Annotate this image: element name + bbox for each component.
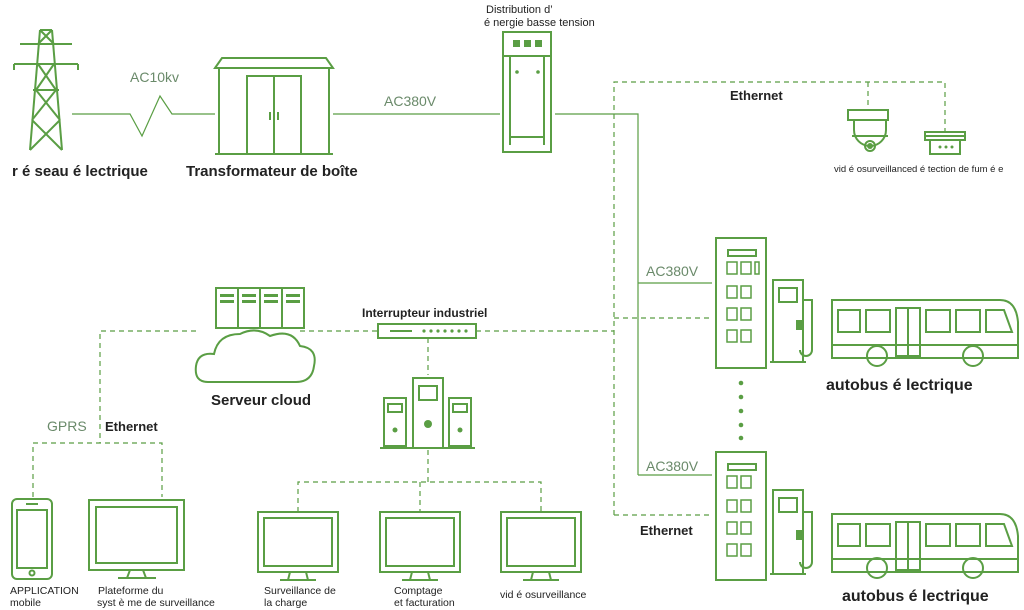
video-monitor-icon bbox=[500, 511, 582, 581]
transformer-icon bbox=[213, 57, 335, 155]
bus1-label: autobus é lectrique bbox=[826, 377, 973, 394]
ac10kv-label: AC10kv bbox=[130, 69, 179, 85]
ac380-top-label: AC380V bbox=[384, 93, 437, 109]
bus2-label: autobus é lectrique bbox=[842, 588, 989, 605]
smartphone-icon bbox=[11, 498, 53, 580]
distribution-label-1: Distribution d’ bbox=[486, 4, 553, 16]
app-label-1: APPLICATION bbox=[10, 585, 79, 597]
gprs-label: GPRS bbox=[47, 418, 87, 434]
pylon-icon bbox=[13, 29, 79, 151]
cabinet-2-modules bbox=[726, 475, 752, 557]
grid-label: r é seau é lectrique bbox=[12, 163, 148, 180]
charge-label-2: la charge bbox=[264, 597, 307, 609]
transformer-label: Transformateur de boîte bbox=[186, 163, 358, 180]
video-surveillance-top-label: vid é osurveillance bbox=[834, 164, 912, 175]
charging-pile-icon-2 bbox=[770, 489, 813, 575]
charge-monitor-icon bbox=[257, 511, 339, 581]
switch-label: Interrupteur industriel bbox=[362, 306, 487, 320]
ethernet-left-label: Ethernet bbox=[105, 419, 158, 434]
ethernet-lines bbox=[32, 81, 946, 516]
smoke-detection-label: d é tection de fum é e bbox=[912, 164, 1003, 175]
power-lines bbox=[72, 94, 712, 476]
workstation-cluster-icon bbox=[380, 377, 475, 449]
cabinet-1-modules bbox=[726, 261, 760, 343]
charge-label-1: Surveillance de bbox=[264, 585, 336, 597]
billing-monitor-icon bbox=[379, 511, 461, 581]
ethernet-bottom-label: Ethernet bbox=[640, 523, 693, 538]
ac380-mid1-label: AC380V bbox=[646, 263, 699, 279]
electric-bus-icon-1 bbox=[831, 299, 1019, 367]
distribution-cabinet-icon bbox=[502, 31, 552, 153]
charging-cabinet-icon-2 bbox=[715, 451, 767, 581]
network-switch-icon bbox=[377, 323, 477, 339]
smoke-detector-icon bbox=[924, 131, 966, 155]
platform-label-2: syst è me de surveillance bbox=[97, 597, 215, 609]
charging-cabinet-icon-1 bbox=[715, 237, 767, 369]
ethernet-top-label: Ethernet bbox=[730, 88, 783, 103]
billing-label-2: et facturation bbox=[394, 597, 455, 609]
server-rack-icon bbox=[215, 287, 305, 329]
server-slots bbox=[220, 294, 300, 303]
ac380-mid2-label: AC380V bbox=[646, 458, 699, 474]
billing-label-1: Comptage bbox=[394, 585, 443, 597]
switch-ports bbox=[422, 329, 468, 333]
video-bottom-label: vid é osurveillance bbox=[500, 589, 587, 601]
platform-monitor-icon bbox=[88, 499, 185, 579]
platform-label-1: Plateforme du bbox=[98, 585, 164, 597]
charging-pile-icon-1 bbox=[770, 279, 813, 363]
distribution-label-2: é nergie basse tension bbox=[484, 17, 595, 29]
app-label-2: mobile bbox=[10, 597, 41, 609]
cloud-icon bbox=[194, 329, 316, 383]
cloud-label: Serveur cloud bbox=[211, 392, 311, 409]
continuation-dots bbox=[738, 380, 744, 441]
electric-bus-icon-2 bbox=[831, 513, 1019, 579]
